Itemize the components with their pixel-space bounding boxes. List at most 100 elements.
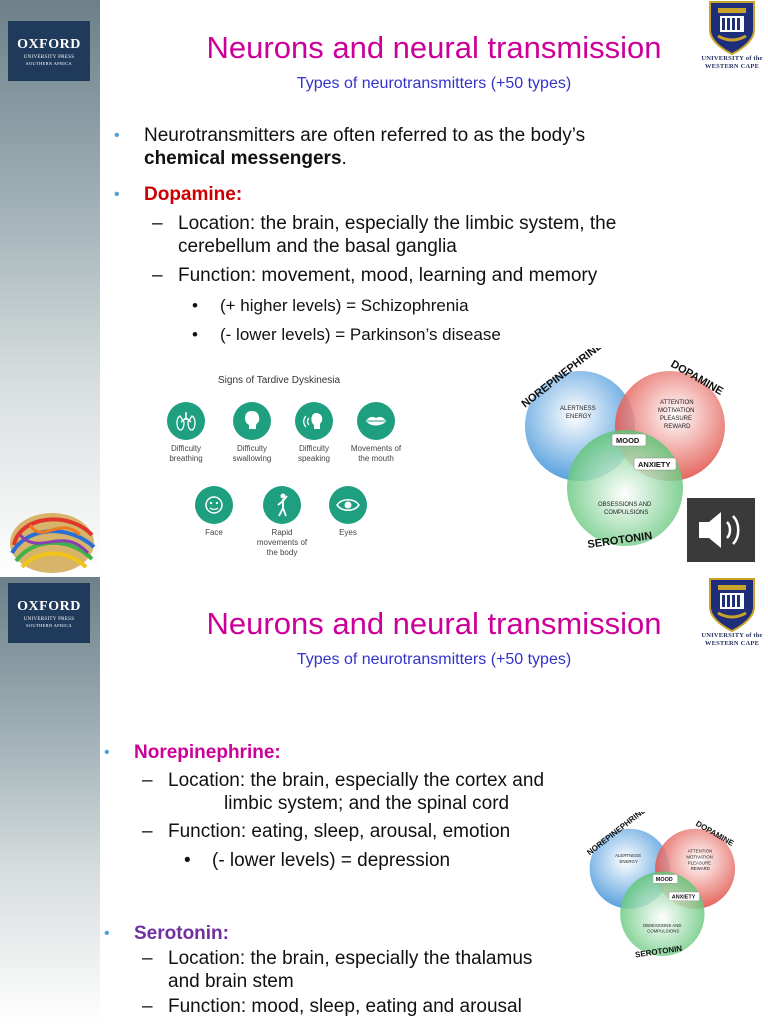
venn-text-reward: REWARD [664,424,691,430]
audio-speaker-button[interactable] [687,498,755,562]
bullet-dot: • [184,850,191,871]
slide-title: Neurons and neural transmission [206,30,662,65]
uwc-label: UNIVERSITY of the WESTERN CAPE [700,55,764,71]
td-item-speaking: Difficulty speaking [284,402,344,464]
venn-text-pleasure: PLEASURE [688,860,711,865]
bullet-dot: • [104,925,110,942]
bullet-norepinephrine: • Norepinephrine: [102,741,748,764]
oxford-logo-line2: SOUTHERN AFRICA [26,622,72,628]
td-label: Eyes [339,528,357,537]
dash-marker: – [152,213,163,234]
dopamine-function-text: Function: movement, mood, learning and m… [178,265,598,286]
venn-text-motivation: MOTIVATION [686,855,712,860]
intro-bold: chemical messengers [144,148,342,169]
venn-text-pleasure: PLEASURE [660,416,692,422]
dopamine-location-1: Location: the brain, especially the limb… [178,213,617,234]
dopamine-higher: • (+ higher levels) = Schizophrenia [112,294,748,317]
bullet-dot: • [114,127,120,144]
speaker-icon [699,512,740,548]
se-function: – Function: mood, sleep, eating and arou… [102,995,748,1018]
oxford-logo-name: OXFORD [17,598,81,614]
bullet-intro: • Neurotransmitters are often referred t… [112,124,748,170]
intro-text: Neurotransmitters are often referred to … [144,125,586,146]
dopamine-higher-text: (+ higher levels) = Schizophrenia [220,296,469,315]
dash-marker: – [142,821,153,842]
venn-text-attention: ATTENTION [688,849,712,854]
venn-text-energy: ENERGY [566,414,591,420]
dash-marker: – [142,948,153,969]
td-label: Difficulty swallowing [232,444,272,463]
td-item-body: Rapid movements of the body [251,486,313,558]
td-label: Face [205,528,223,537]
td-label: Movements of the mouth [350,444,402,463]
tardive-title: Signs of Tardive Dyskinesia [218,375,341,386]
uwc-line1: UNIVERSITY of the [701,55,763,62]
intro-end: . [341,148,347,169]
slide1-content: • Neurotransmitters are often referred t… [112,124,748,346]
ne-lower: • (- lower levels) = depression [102,849,748,872]
td-item-breathing: Difficulty breathing [156,402,216,464]
bullet-dot: • [104,744,110,761]
uwc-line2: WESTERN CAPE [704,640,760,647]
speaking-icon [295,402,333,440]
slide-1: OXFORD UNIVERSITY PRESS SOUTHERN AFRICA … [0,0,764,577]
bullet-serotonin: • Serotonin: [102,922,748,945]
venn-text-mood: MOOD [656,877,673,883]
venn-text-alertness: ALERTNESS [560,406,596,412]
td-item-face: Face [184,486,244,538]
ne-location-2: limbic system; and the spinal cord [224,793,510,814]
ne-location: – Location: the brain, especially the co… [102,769,748,815]
oxford-logo-name: OXFORD [17,36,81,52]
dopamine-location: – Location: the brain, especially the li… [112,212,748,258]
serotonin-heading: Serotonin: [134,923,229,944]
oxford-logo-line1: UNIVERSITY PRESS [23,616,75,622]
bullet-dot: • [192,296,198,315]
se-location-2: and brain stem [168,971,294,992]
venn-circle-serotonin [567,430,683,546]
venn-box-mood [611,433,647,447]
venn-text-compulsions: COMPULSIONS [604,510,648,516]
dopamine-location-2: cerebellum and the basal ganglia [178,236,457,257]
slide-subtitle: Types of neurotransmitters (+50 types) [296,75,572,92]
dopamine-heading: Dopamine: [144,184,243,205]
se-function-text: Function: mood, sleep, eating and arousa… [168,996,522,1017]
venn-text-motivation: MOTIVATION [658,408,694,414]
ne-function: – Function: eating, sleep, arousal, emot… [102,820,748,843]
venn-text-alertness: ALERTNESS [615,853,641,858]
venn-text-obsessions: OBSESSIONS AND [643,923,682,928]
venn-text-obsessions: OBSESSIONS AND [598,502,652,508]
brain-illustration [10,513,96,573]
ne-location-1: Location: the brain, especially the cort… [168,770,545,791]
dopamine-function: – Function: movement, mood, learning and… [112,264,748,287]
lips-icon [357,402,395,440]
uwc-logo: UNIVERSITY of the WESTERN CAPE [700,577,764,655]
td-item-eyes: Eyes [318,486,378,538]
oxford-logo-line1: UNIVERSITY PRESS [23,54,75,60]
body-movement-icon [263,486,301,524]
venn-box-anxiety [633,457,677,471]
tardive-dyskinesia-infographic: Signs of Tardive Dyskinesia Difficulty b… [160,372,410,562]
uwc-label: UNIVERSITY of the WESTERN CAPE [700,632,764,648]
norepinephrine-heading: Norepinephrine: [134,742,281,763]
venn-text-energy: ENERGY [619,859,638,864]
se-location: – Location: the brain, especially the th… [102,947,748,993]
slide-subtitle: Types of neurotransmitters (+50 types) [296,651,572,668]
td-item-swallowing: Difficulty swallowing [222,402,282,464]
left-strip [0,0,100,577]
venn-text-attention: ATTENTION [660,400,694,406]
td-label: Difficulty breathing [169,444,203,463]
lungs-icon [167,402,205,440]
venn-text-anxiety: ANXIETY [638,460,671,469]
venn-box-mood [652,874,678,884]
td-label: Difficulty speaking [297,444,331,463]
dash-marker: – [142,770,153,791]
uwc-logo: UNIVERSITY of the WESTERN CAPE [700,0,764,78]
uwc-crest-icon [709,1,755,56]
uwc-crest-icon [709,578,755,633]
bullet-dot: • [114,186,120,203]
neurotransmitter-venn-diagram-small: NOREPINEPHRINE DOPAMINE SEROTONIN ALERTN… [585,812,736,959]
bullet-dot: • [192,325,198,344]
head-swallow-icon [233,402,271,440]
dopamine-lower: • (- lower levels) = Parkinson’s disease [112,323,748,346]
slide2-content: • Norepinephrine: – Location: the brain,… [102,741,748,1018]
